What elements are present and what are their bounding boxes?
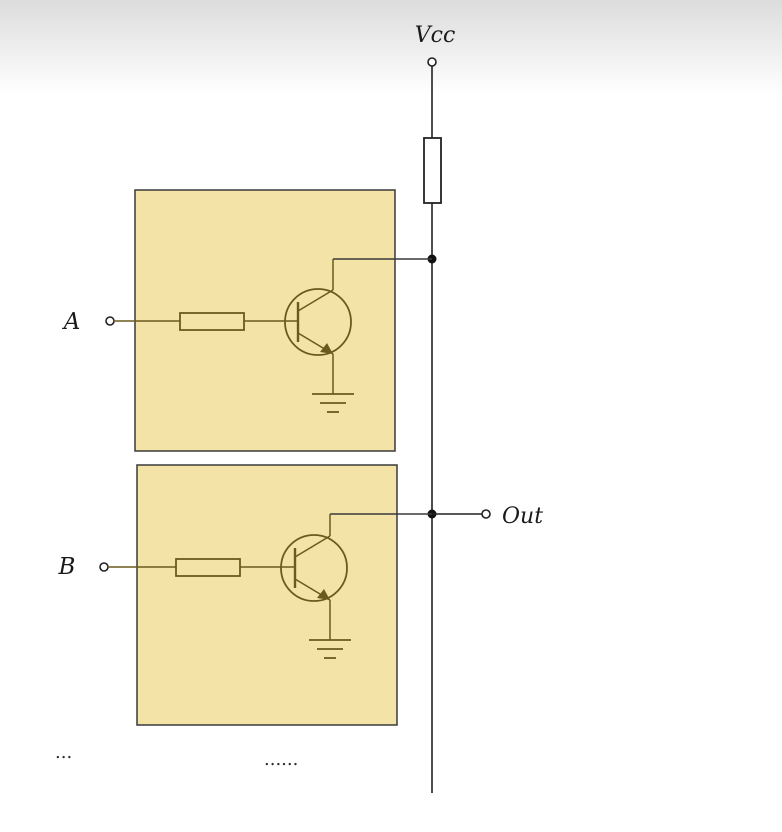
input-a-label: A (62, 309, 81, 335)
stage-block-b (136, 464, 398, 726)
stage-b-circuit (99, 514, 351, 659)
pull-up-resistor (423, 137, 442, 204)
transistor-a (284, 288, 352, 356)
output-terminal (481, 509, 491, 519)
more-stages-ellipsis: ...... (264, 749, 298, 770)
more-inputs-ellipsis: ... (55, 742, 72, 763)
output-label: Out (502, 504, 543, 529)
vcc-terminal (427, 57, 437, 67)
transistor-b (280, 534, 348, 602)
transistor-a-collector (297, 289, 334, 312)
stage-a-circuit (105, 259, 354, 413)
input-terminal-a (105, 316, 115, 326)
input-b-label: B (58, 554, 76, 580)
vcc-label: Vcc (415, 23, 456, 48)
base-resistor-b (175, 558, 241, 577)
transistor-a-emitter-arrow (320, 343, 333, 354)
input-terminal-b (99, 562, 109, 572)
transistor-b-emitter-arrow (317, 589, 330, 600)
base-resistor-a (179, 312, 245, 331)
transistor-b-collector (294, 535, 331, 558)
top-shadow (0, 0, 782, 95)
